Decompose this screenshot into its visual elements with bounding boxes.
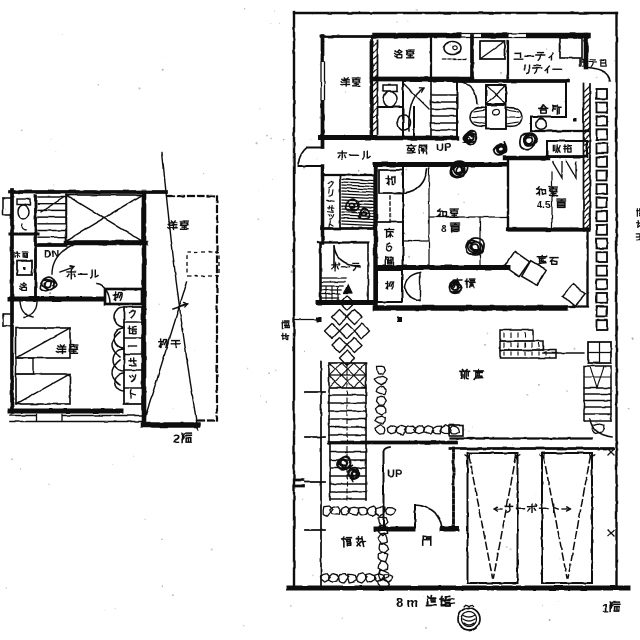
svg-text:UP: UP xyxy=(436,142,451,154)
svg-text:8 m: 8 m xyxy=(396,595,418,610)
svg-text:UP: UP xyxy=(387,468,402,480)
svg-text:2: 2 xyxy=(173,432,180,446)
svg-text:8: 8 xyxy=(441,224,447,235)
svg-text:10: 10 xyxy=(462,136,471,145)
svg-text:DN: DN xyxy=(44,248,59,260)
svg-text:4.5: 4.5 xyxy=(537,200,551,211)
svg-text:1: 1 xyxy=(602,601,609,615)
